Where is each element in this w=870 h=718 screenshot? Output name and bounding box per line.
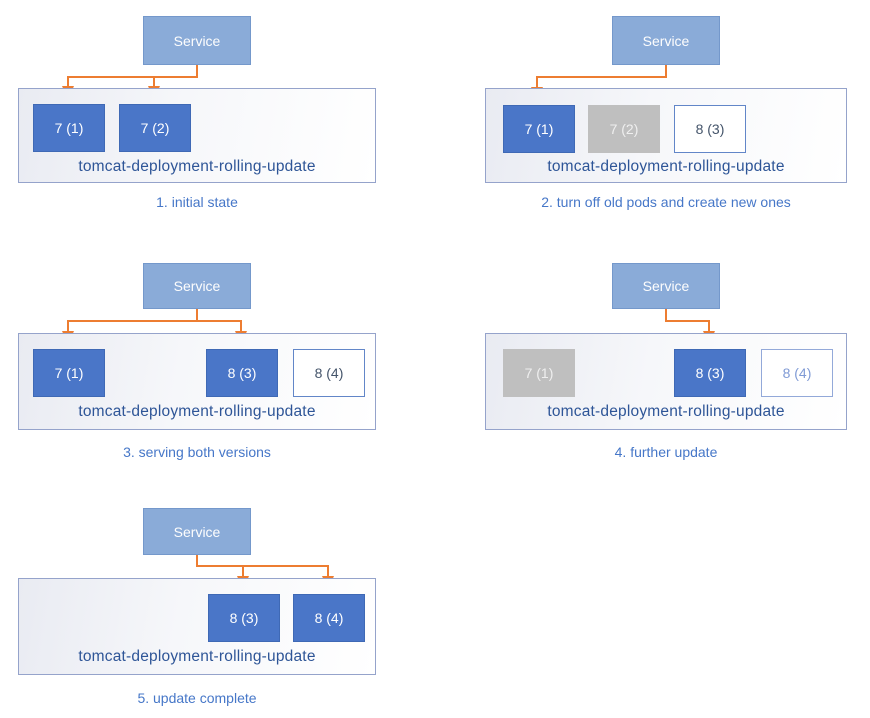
deployment-box: 7 (1) 8 (3) 8 (4) tomcat-deployment-roll…: [485, 333, 847, 430]
pod: 8 (4): [293, 594, 365, 642]
pod: 7 (1): [33, 104, 105, 152]
pod: 8 (3): [674, 349, 746, 397]
service-box: Service: [143, 508, 251, 555]
deployment-box: 7 (1) 8 (3) 8 (4) tomcat-deployment-roll…: [18, 333, 376, 430]
deployment-box: 7 (1) 7 (2) tomcat-deployment-rolling-up…: [18, 88, 376, 183]
deployment-box: 7 (1) 7 (2) 8 (3) tomcat-deployment-roll…: [485, 88, 847, 183]
pod: 7 (2): [588, 105, 660, 153]
service-box: Service: [612, 263, 720, 309]
panel-caption: 2. turn off old pods and create new ones: [541, 194, 791, 210]
panel-caption: 5. update complete: [137, 690, 257, 706]
pod: 8 (3): [206, 349, 278, 397]
pod: 7 (2): [119, 104, 191, 152]
deployment-name-label: tomcat-deployment-rolling-update: [547, 403, 785, 420]
pod: 8 (4): [293, 349, 365, 397]
deployment-name-label: tomcat-deployment-rolling-update: [78, 403, 316, 420]
service-box: Service: [143, 16, 251, 65]
panel-caption: 4. further update: [614, 444, 718, 460]
service-box: Service: [143, 263, 251, 309]
pod: 7 (1): [503, 105, 575, 153]
panel-caption: 1. initial state: [156, 194, 238, 210]
pod: 8 (4): [761, 349, 833, 397]
deployment-name-label: tomcat-deployment-rolling-update: [78, 648, 316, 665]
deployment-box: 8 (3) 8 (4) tomcat-deployment-rolling-up…: [18, 578, 376, 675]
pod: 8 (3): [674, 105, 746, 153]
pod: 7 (1): [503, 349, 575, 397]
deployment-name-label: tomcat-deployment-rolling-update: [547, 158, 785, 175]
pod: 7 (1): [33, 349, 105, 397]
service-box: Service: [612, 16, 720, 65]
pod: 8 (3): [208, 594, 280, 642]
deployment-name-label: tomcat-deployment-rolling-update: [78, 158, 316, 175]
panel-caption: 3. serving both versions: [123, 444, 271, 460]
